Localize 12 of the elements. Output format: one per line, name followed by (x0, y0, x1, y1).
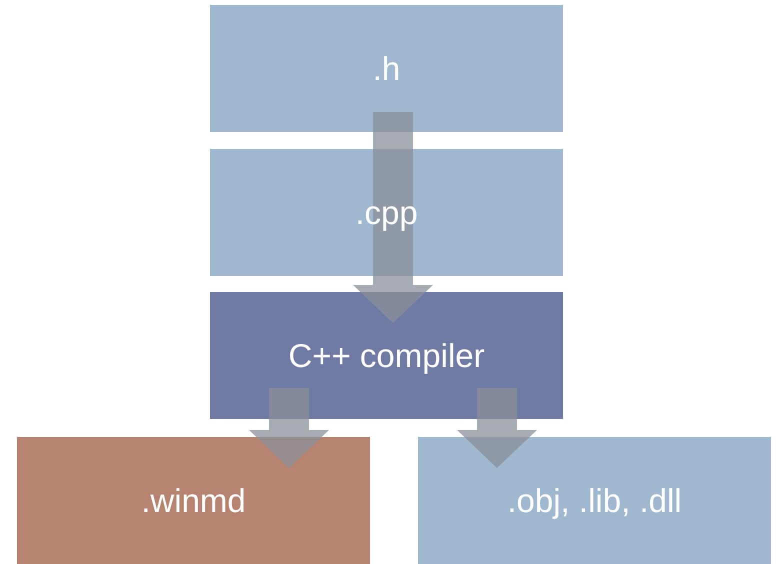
process-box (17, 437, 370, 564)
box-label: .obj, .lib, .dll (507, 482, 682, 520)
process-box (210, 5, 563, 132)
block-arrow (353, 149, 433, 323)
box-label: .winmd (141, 482, 246, 520)
process-box (418, 437, 771, 564)
block-arrow (457, 388, 537, 468)
block-arrow (249, 388, 329, 468)
process-box (210, 292, 563, 419)
box-label: .cpp (355, 194, 418, 232)
box-label: C++ compiler (288, 336, 485, 374)
box-label: .h (372, 50, 400, 88)
